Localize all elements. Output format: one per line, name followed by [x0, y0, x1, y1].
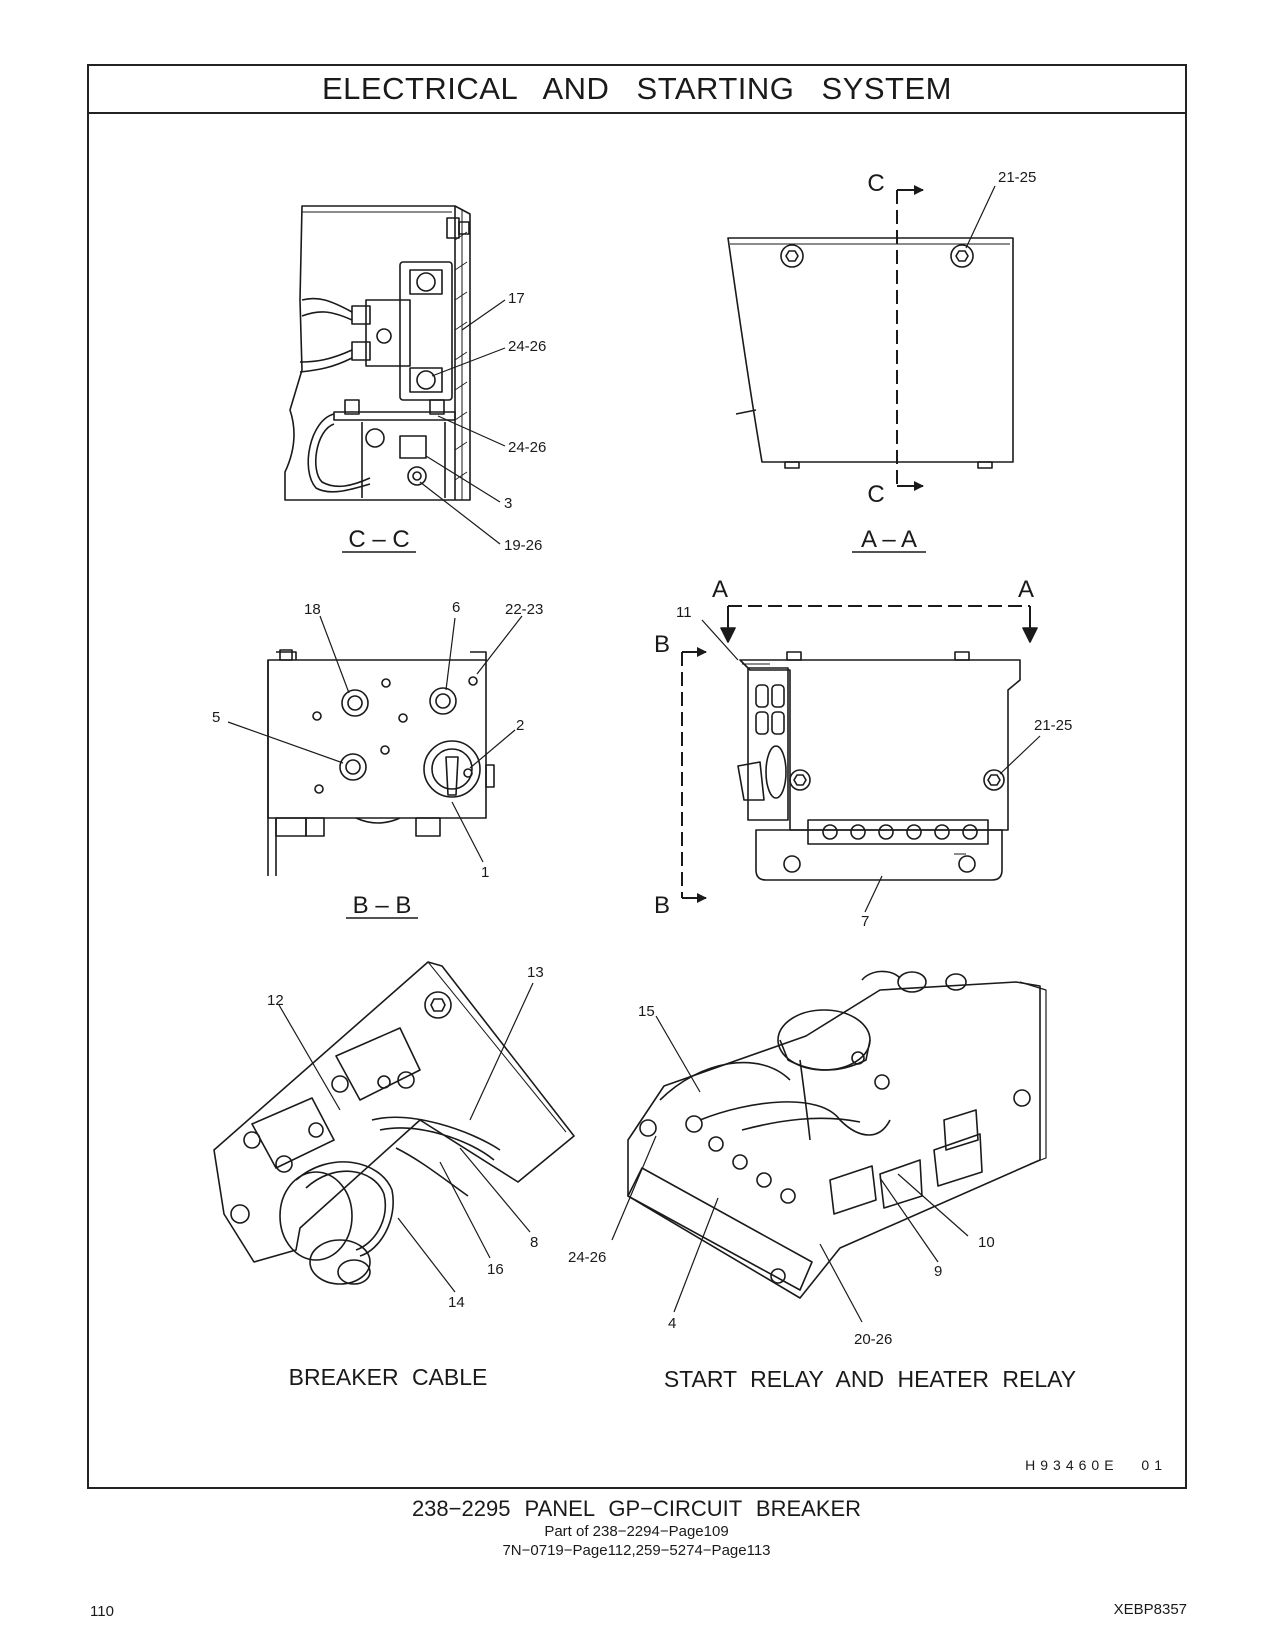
section-mark-b-top: B [654, 631, 670, 658]
callout-6: 6 [452, 599, 460, 616]
breaker-cable-caption: BREAKER CABLE [289, 1364, 488, 1390]
part-title: 238−2295 PANEL GP−CIRCUIT BREAKER [411, 1496, 862, 1521]
view-aa-drawing [727, 185, 1014, 553]
diagram-title: ELECTRICAL AND STARTING SYSTEM [322, 71, 952, 106]
callout-21-25-a: 21-25 [998, 169, 1036, 186]
section-mark-b-bottom: B [654, 892, 670, 919]
view-cc-drawing [284, 205, 506, 553]
document-number: XEBP8357 [1113, 1601, 1187, 1618]
view-aa-label: A – A [861, 526, 917, 553]
view-bb-drawing [227, 615, 523, 919]
page-number: 110 [90, 1603, 114, 1620]
callout-15: 15 [638, 1003, 655, 1020]
part-reference-1: Part of 238−2294−Page109 [544, 1523, 729, 1540]
view-bb-label: B – B [353, 892, 412, 919]
callout-14: 14 [448, 1294, 465, 1311]
callout-10: 10 [978, 1234, 995, 1251]
callout-19-26: 19-26 [504, 537, 542, 554]
callout-8: 8 [530, 1234, 538, 1251]
plan-view-drawing [681, 605, 1041, 913]
callout-21-25-b: 21-25 [1034, 717, 1072, 734]
breaker-cable-drawing [213, 961, 575, 1293]
callout-7: 7 [861, 913, 869, 930]
callout-18: 18 [304, 601, 321, 618]
callout-17: 17 [508, 290, 525, 307]
illustration-id: H93460E 01 [1025, 1457, 1167, 1473]
callout-3: 3 [504, 495, 512, 512]
relays-drawing [611, 970, 1047, 1323]
title-bar: ELECTRICAL AND STARTING SYSTEM [89, 66, 1185, 114]
part-reference-2: 7N−0719−Page112,259−5274−Page113 [502, 1542, 771, 1559]
callout-12: 12 [267, 992, 284, 1009]
callout-20-26: 20-26 [854, 1331, 892, 1348]
section-mark-c-bottom: C [867, 481, 884, 508]
callout-2: 2 [516, 717, 524, 734]
section-mark-c-top: C [867, 170, 884, 197]
callout-4: 4 [668, 1315, 676, 1332]
callout-1: 1 [481, 864, 489, 881]
callout-24-26-c: 24-26 [568, 1249, 606, 1266]
callout-5: 5 [212, 709, 220, 726]
section-mark-a-left: A [712, 576, 728, 603]
callout-13: 13 [527, 964, 544, 981]
section-mark-a-right: A [1018, 576, 1034, 603]
view-cc-label: C – C [348, 526, 409, 553]
callout-9: 9 [934, 1263, 942, 1280]
callout-22-23: 22-23 [505, 601, 543, 618]
diagram-frame: ELECTRICAL AND STARTING SYSTEM H93460E 0… [87, 64, 1187, 1489]
callout-16: 16 [487, 1261, 504, 1278]
callout-24-26-a: 24-26 [508, 338, 546, 355]
relays-caption: START RELAY AND HEATER RELAY [664, 1366, 1076, 1392]
callout-11: 11 [676, 604, 692, 621]
callout-24-26-b: 24-26 [508, 439, 546, 456]
